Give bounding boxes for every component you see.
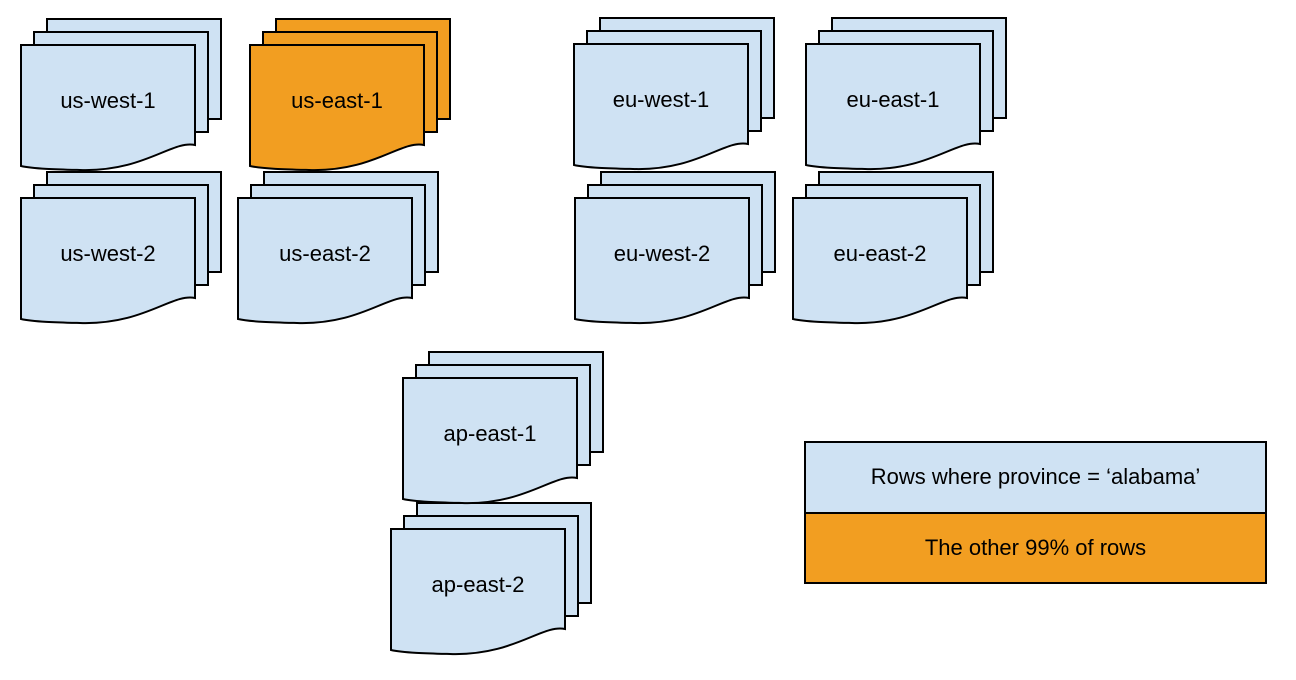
document-shape [20,44,196,172]
region-stack-ap-east-2: ap-east-2 [390,502,592,657]
document-shape [237,197,413,325]
legend-item-other-rows: The other 99% of rows [806,513,1265,582]
region-stack-eu-east-2: eu-east-2 [792,171,994,326]
legend: Rows where province = ‘alabama’ The othe… [804,441,1267,584]
region-label: us-east-1 [291,88,383,113]
document-shape [573,43,749,171]
document-shape [249,44,425,172]
region-stack-us-west-1: us-west-1 [20,18,222,173]
region-label: eu-east-2 [833,241,927,266]
document-shape [792,197,968,325]
region-label: us-east-2 [279,241,371,266]
region-label: ap-east-2 [431,572,525,597]
document-shape [574,197,750,325]
legend-item-alabama-rows: Rows where province = ‘alabama’ [806,443,1265,514]
region-stack-us-east-1: us-east-1 [249,18,451,173]
region-stack-us-east-2: us-east-2 [237,171,439,326]
legend-item-label: Rows where province = ‘alabama’ [870,464,1201,490]
region-stack-ap-east-1: ap-east-1 [402,351,604,506]
region-label: eu-east-1 [846,87,940,112]
document-shape [20,197,196,325]
legend-item-label: The other 99% of rows [924,534,1147,560]
region-label: us-west-1 [60,88,156,113]
region-stack-eu-east-1: eu-east-1 [805,17,1007,172]
region-stack-eu-west-2: eu-west-2 [574,171,776,326]
region-label: eu-west-2 [613,241,711,266]
region-stack-eu-west-1: eu-west-1 [573,17,775,172]
document-shape [402,377,578,505]
document-shape [390,528,566,656]
region-stack-us-west-2: us-west-2 [20,171,222,326]
region-label: ap-east-1 [443,421,537,446]
region-label: us-west-2 [60,241,156,266]
document-shape [805,43,981,171]
region-label: eu-west-1 [612,87,710,112]
